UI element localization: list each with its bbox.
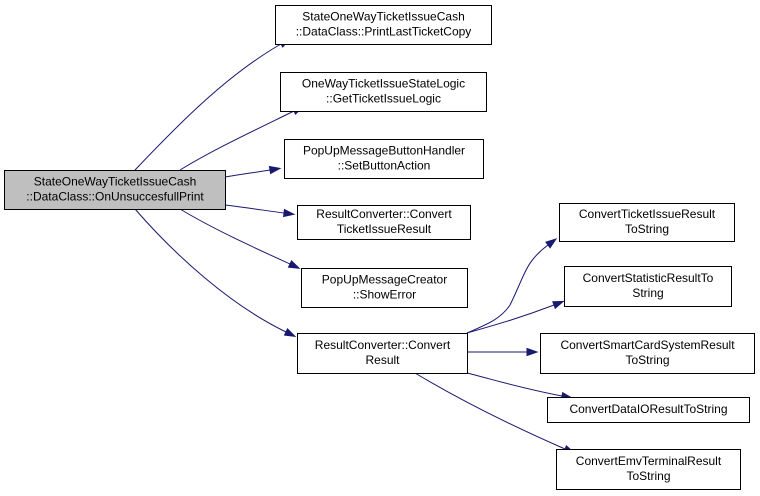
node-label-line: TicketIssueResult	[337, 222, 432, 236]
edge-arrowhead	[283, 328, 297, 338]
node-label-line: ToString	[625, 353, 669, 367]
node-n2[interactable]: OneWayTicketIssueStateLogic::GetTicketIs…	[280, 72, 487, 112]
edge-n6-to-n7	[466, 238, 558, 334]
node-box	[540, 333, 755, 374]
nodes-layer: StateOneWayTicketIssueCash::DataClass::O…	[4, 5, 755, 490]
edge-line	[134, 208, 287, 333]
node-box	[301, 268, 468, 308]
edge-arrowhead	[552, 300, 565, 310]
node-label-line: ResultConverter::Convert	[316, 207, 452, 221]
node-box	[556, 449, 741, 490]
node-label-line: ::ShowError	[353, 288, 416, 302]
node-label-line: ToString	[626, 469, 670, 483]
node-label-line: ::DataClass::PrintLastTicketCopy	[296, 25, 472, 39]
node-n3[interactable]: PopUpMessageButtonHandler::SetButtonActi…	[284, 139, 484, 179]
node-label-line: StateOneWayTicketIssueCash	[34, 175, 197, 189]
edge-n6-to-n9	[467, 347, 539, 357]
node-n5[interactable]: PopUpMessageCreator::ShowError	[301, 268, 468, 308]
node-label-line: PopUpMessageButtonHandler	[303, 144, 465, 158]
edge-arrowhead	[526, 347, 539, 357]
edge-line	[224, 169, 271, 178]
edge-arrowhead	[287, 259, 301, 269]
node-box	[4, 170, 226, 210]
edge-line	[466, 244, 549, 334]
edge-n6-to-n8	[466, 300, 565, 334]
edge-root-to-n4	[224, 204, 296, 218]
node-label-line: ToString	[625, 222, 669, 236]
node-label-line: Result	[365, 353, 400, 367]
node-label-line: StateOneWayTicketIssueCash	[302, 10, 465, 24]
edge-line	[466, 304, 555, 334]
node-label-line: ResultConverter::Convert	[315, 338, 451, 352]
node-label-line: String	[632, 286, 663, 300]
node-box	[564, 266, 732, 307]
node-label-line: ConvertEmvTerminalResult	[576, 454, 722, 468]
node-box	[280, 72, 487, 112]
node-root[interactable]: StateOneWayTicketIssueCash::DataClass::O…	[4, 170, 226, 210]
node-n10[interactable]: ConvertDataIOResultToString	[547, 397, 750, 423]
node-label-line: ConvertSmartCardSystemResult	[560, 338, 735, 352]
edge-arrowhead	[545, 238, 558, 249]
edge-line	[134, 43, 282, 171]
edge-n6-to-n10	[466, 372, 574, 400]
node-box	[297, 333, 468, 374]
node-box	[547, 397, 750, 423]
edge-line	[466, 372, 563, 397]
edge-arrowhead	[283, 208, 296, 218]
node-n4[interactable]: ResultConverter::ConvertTicketIssueResul…	[297, 205, 471, 240]
node-box	[284, 139, 484, 179]
node-label-line: ::DataClass::OnUnsuccesfullPrint	[26, 190, 204, 204]
node-box	[559, 203, 735, 242]
node-box	[275, 5, 492, 45]
edge-root-to-n5	[179, 208, 301, 269]
edge-root-to-n6	[134, 208, 297, 338]
edge-root-to-n1	[134, 38, 292, 171]
node-label-line: ::GetTicketIssueLogic	[326, 92, 441, 106]
edge-line	[224, 204, 285, 214]
node-label-line: ConvertTicketIssueResult	[579, 207, 716, 221]
edge-root-to-n3	[224, 165, 282, 178]
edge-line	[179, 208, 291, 265]
node-n1[interactable]: StateOneWayTicketIssueCash::DataClass::P…	[275, 5, 492, 45]
edge-line	[179, 110, 295, 171]
node-label-line: ConvertDataIOResultToString	[569, 402, 727, 416]
node-label-line: ConvertStatisticResultTo	[583, 271, 714, 285]
node-label-line: OneWayTicketIssueStateLogic	[302, 77, 465, 91]
node-label-line: ::SetButtonAction	[338, 159, 431, 173]
edge-arrowhead	[268, 165, 282, 175]
node-label-line: PopUpMessageCreator	[322, 273, 447, 287]
edge-line	[414, 372, 566, 450]
node-box	[297, 205, 471, 240]
